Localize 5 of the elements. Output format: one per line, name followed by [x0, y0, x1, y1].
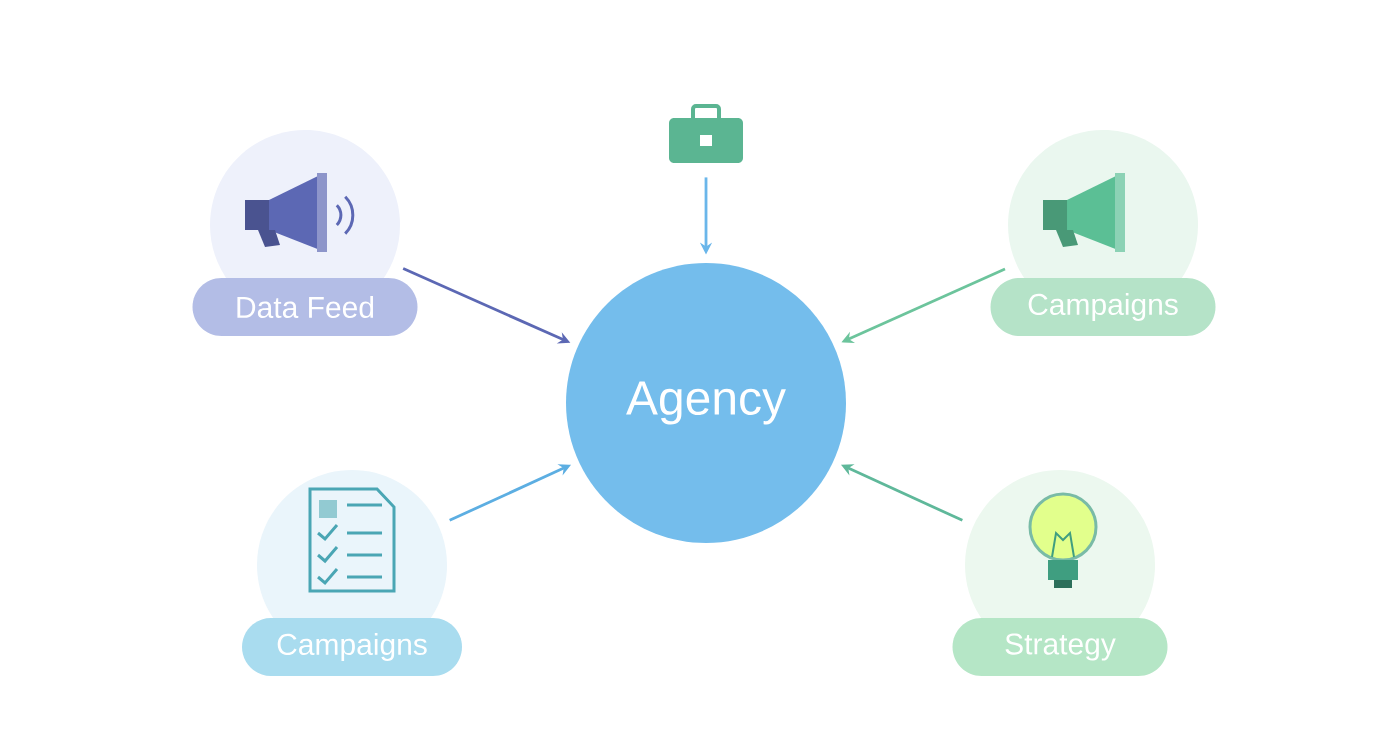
- label-pill: Strategy: [952, 618, 1168, 676]
- briefcase-icon: [669, 104, 743, 163]
- label-pill: Campaigns: [242, 618, 462, 676]
- label-pill: Data Feed: [192, 278, 418, 336]
- label-pill: Campaigns: [990, 278, 1216, 336]
